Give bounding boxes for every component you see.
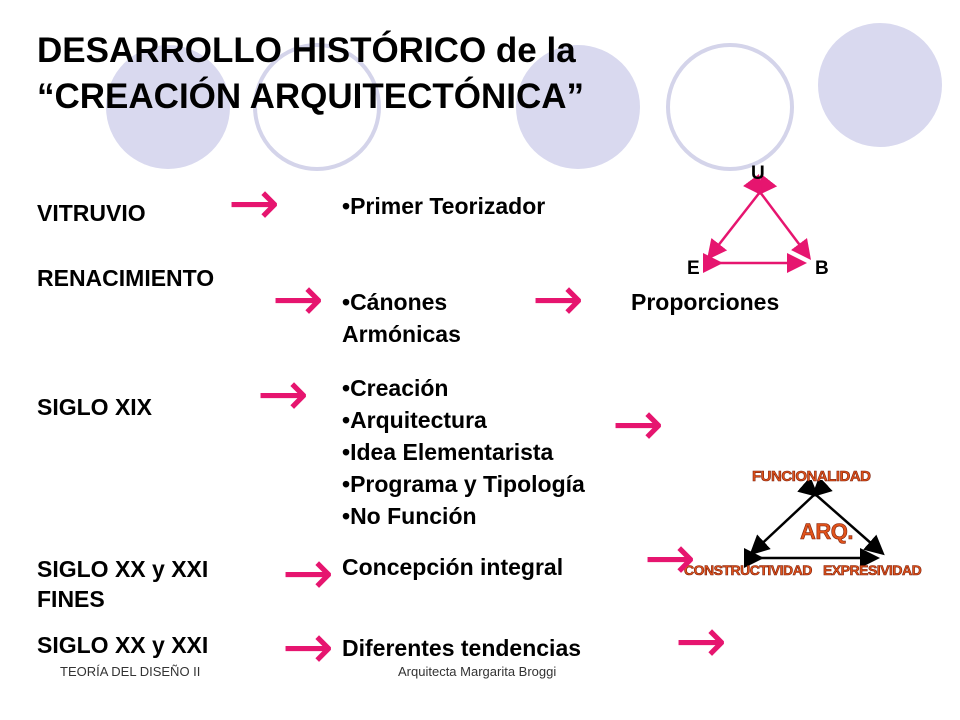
item-concepcion-integral: Concepción integral xyxy=(342,554,564,580)
label-siglo-xx-fines: SIGLO XX y XXI FINES xyxy=(37,556,209,612)
triangle-label-u: U xyxy=(751,163,765,184)
item-canones-armonicas: •Cánones Armónicas xyxy=(342,289,461,347)
decorative-circle xyxy=(106,45,230,169)
arrow-icon: → xyxy=(532,262,584,335)
decorative-circle xyxy=(516,45,640,169)
label-siglo-xix: SIGLO XIX xyxy=(37,394,153,420)
bullet-icon: • xyxy=(342,503,351,529)
title-line-1: DESARROLLO HISTÓRICO de la xyxy=(37,31,576,70)
decorative-circle xyxy=(818,23,942,147)
arrow-icon: → xyxy=(675,604,727,677)
label-expresividad: EXPRESIVIDAD xyxy=(823,562,922,579)
item-primer-teorizador: •Primer Teorizador xyxy=(342,193,546,219)
arrow-icon: → xyxy=(257,357,309,430)
triangle-edge xyxy=(797,480,885,556)
arrow-icon: → xyxy=(612,387,664,460)
arrow-icon: → xyxy=(228,166,280,239)
list-item: •Arquitectura xyxy=(342,407,487,433)
item-proporciones: Proporciones xyxy=(631,289,780,315)
arrow-icon: → xyxy=(282,610,334,683)
list-siglo-xix: •Creación •Arquitectura •Idea Elementari… xyxy=(342,372,585,532)
label-vitruvio: VITRUVIO xyxy=(37,200,146,226)
bullet-icon: • xyxy=(342,375,351,401)
bullet-icon: • xyxy=(342,289,351,315)
triangle-edge xyxy=(743,174,811,260)
bullet-icon: • xyxy=(342,471,351,497)
label-renacimiento: RENACIMIENTO xyxy=(37,265,215,291)
list-item: •No Función xyxy=(342,503,477,529)
list-item: •Programa y Tipología xyxy=(342,471,585,497)
title-line-2: “CREACIÓN ARQUITECTÓNICA” xyxy=(37,77,585,116)
triangle-label-e: E xyxy=(687,258,700,279)
bullet-icon: • xyxy=(342,407,351,433)
page-title: DESARROLLO HISTÓRICO de la “CREACIÓN ARQ… xyxy=(37,28,584,120)
arq-triangle xyxy=(744,480,885,568)
bullet-icon: • xyxy=(342,439,351,465)
footer-course: TEORÍA DEL DISEÑO II xyxy=(60,664,201,679)
label-funcionalidad: FUNCIONALIDAD xyxy=(752,468,872,486)
bullet-icon: • xyxy=(342,193,351,219)
label-constructividad: CONSTRUCTIVIDAD xyxy=(684,562,813,579)
arrow-icon: → xyxy=(272,262,324,335)
arrow-icon: → xyxy=(644,521,696,594)
item-diferentes-tendencias: Diferentes tendencias xyxy=(342,635,582,661)
decorative-circle xyxy=(253,43,381,171)
triangle-edge xyxy=(706,174,778,260)
list-item: •Creación xyxy=(342,375,449,401)
arrow-icon: → xyxy=(282,536,334,609)
triangle-label-b: B xyxy=(815,258,829,279)
label-siglo-xx: SIGLO XX y XXI xyxy=(37,632,209,658)
decorative-circle xyxy=(666,43,794,171)
list-item: •Idea Elementarista xyxy=(342,439,554,465)
ueb-triangle xyxy=(703,174,811,273)
footer-author: Arquitecta Margarita Broggi xyxy=(398,664,557,679)
label-arq: ARQ. xyxy=(800,519,854,545)
